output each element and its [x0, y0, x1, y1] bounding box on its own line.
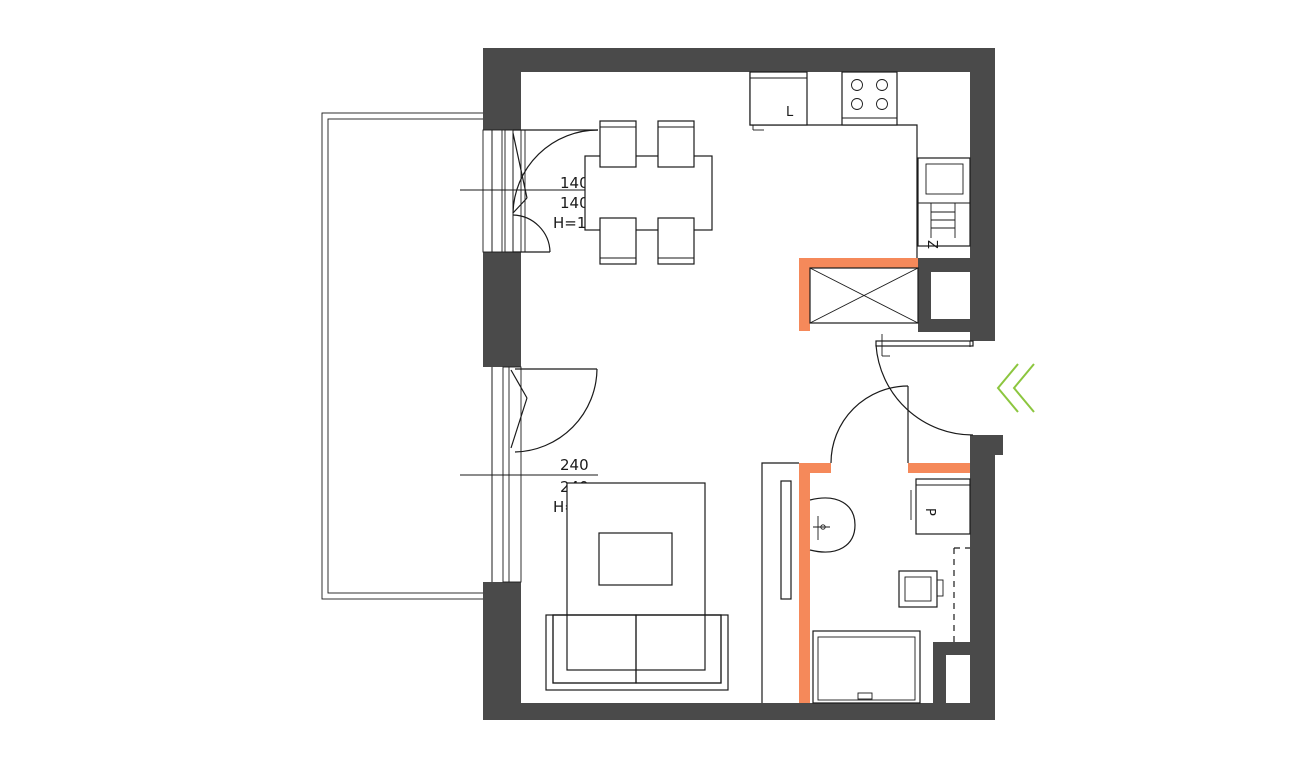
wall-right-bottom: [970, 435, 995, 720]
window-width-text: 240: [560, 456, 589, 474]
washbasin-icon: [809, 497, 856, 553]
window-height-text: 140: [560, 194, 589, 212]
chair: [599, 217, 637, 265]
toilet-icon: [898, 570, 944, 608]
shaft-wall-bottom: [918, 319, 970, 332]
radiator: [780, 480, 792, 600]
partition-kitchen-left: [799, 258, 810, 331]
partition-bath-left: [799, 463, 810, 703]
chair: [657, 217, 695, 265]
bathroom: P: [761, 462, 971, 704]
entrance-door: [875, 334, 974, 436]
fridge: [749, 71, 808, 126]
sink-letter: Z: [924, 240, 939, 249]
washer-letter: P: [922, 508, 937, 516]
washing-machine-icon: P: [910, 478, 971, 535]
wall-top: [483, 48, 995, 72]
dining-set: [584, 120, 713, 265]
wall-bottom: [483, 703, 995, 720]
partition-kitchen-top: [799, 258, 918, 268]
window-width-text: 140: [560, 174, 589, 192]
chevron-left-double-icon: [996, 363, 1035, 413]
stove-icon: [841, 71, 898, 126]
bathtub-icon: [812, 630, 921, 704]
walls: [483, 48, 1003, 720]
living-area: [545, 482, 729, 691]
new-partitions: [799, 258, 970, 703]
chair: [599, 120, 637, 168]
sink-icon: Z: [917, 157, 971, 249]
wardrobe: [809, 267, 919, 324]
partition-bath-top-left: [799, 463, 831, 473]
window-balcony-door-top: [460, 129, 599, 253]
bath-shaft-wall-left: [933, 642, 946, 703]
fridge-letter: L: [786, 105, 794, 120]
chair: [657, 120, 695, 168]
bathroom-door: [830, 385, 909, 464]
wall-right-top: [970, 48, 995, 341]
partition-bath-top-right: [908, 463, 970, 473]
wall-left-bottom: [483, 582, 521, 720]
balcony: [321, 112, 493, 600]
wall-left-middle: [483, 252, 521, 367]
sofa-icon: [545, 614, 729, 691]
wall-left-top: [483, 48, 521, 130]
door-jamb: [995, 435, 1003, 455]
coffee-table: [598, 532, 673, 586]
kitchen: L Z: [749, 71, 971, 258]
shaft-wall-left: [918, 258, 931, 332]
window-balcony-door-bottom: [460, 366, 598, 583]
